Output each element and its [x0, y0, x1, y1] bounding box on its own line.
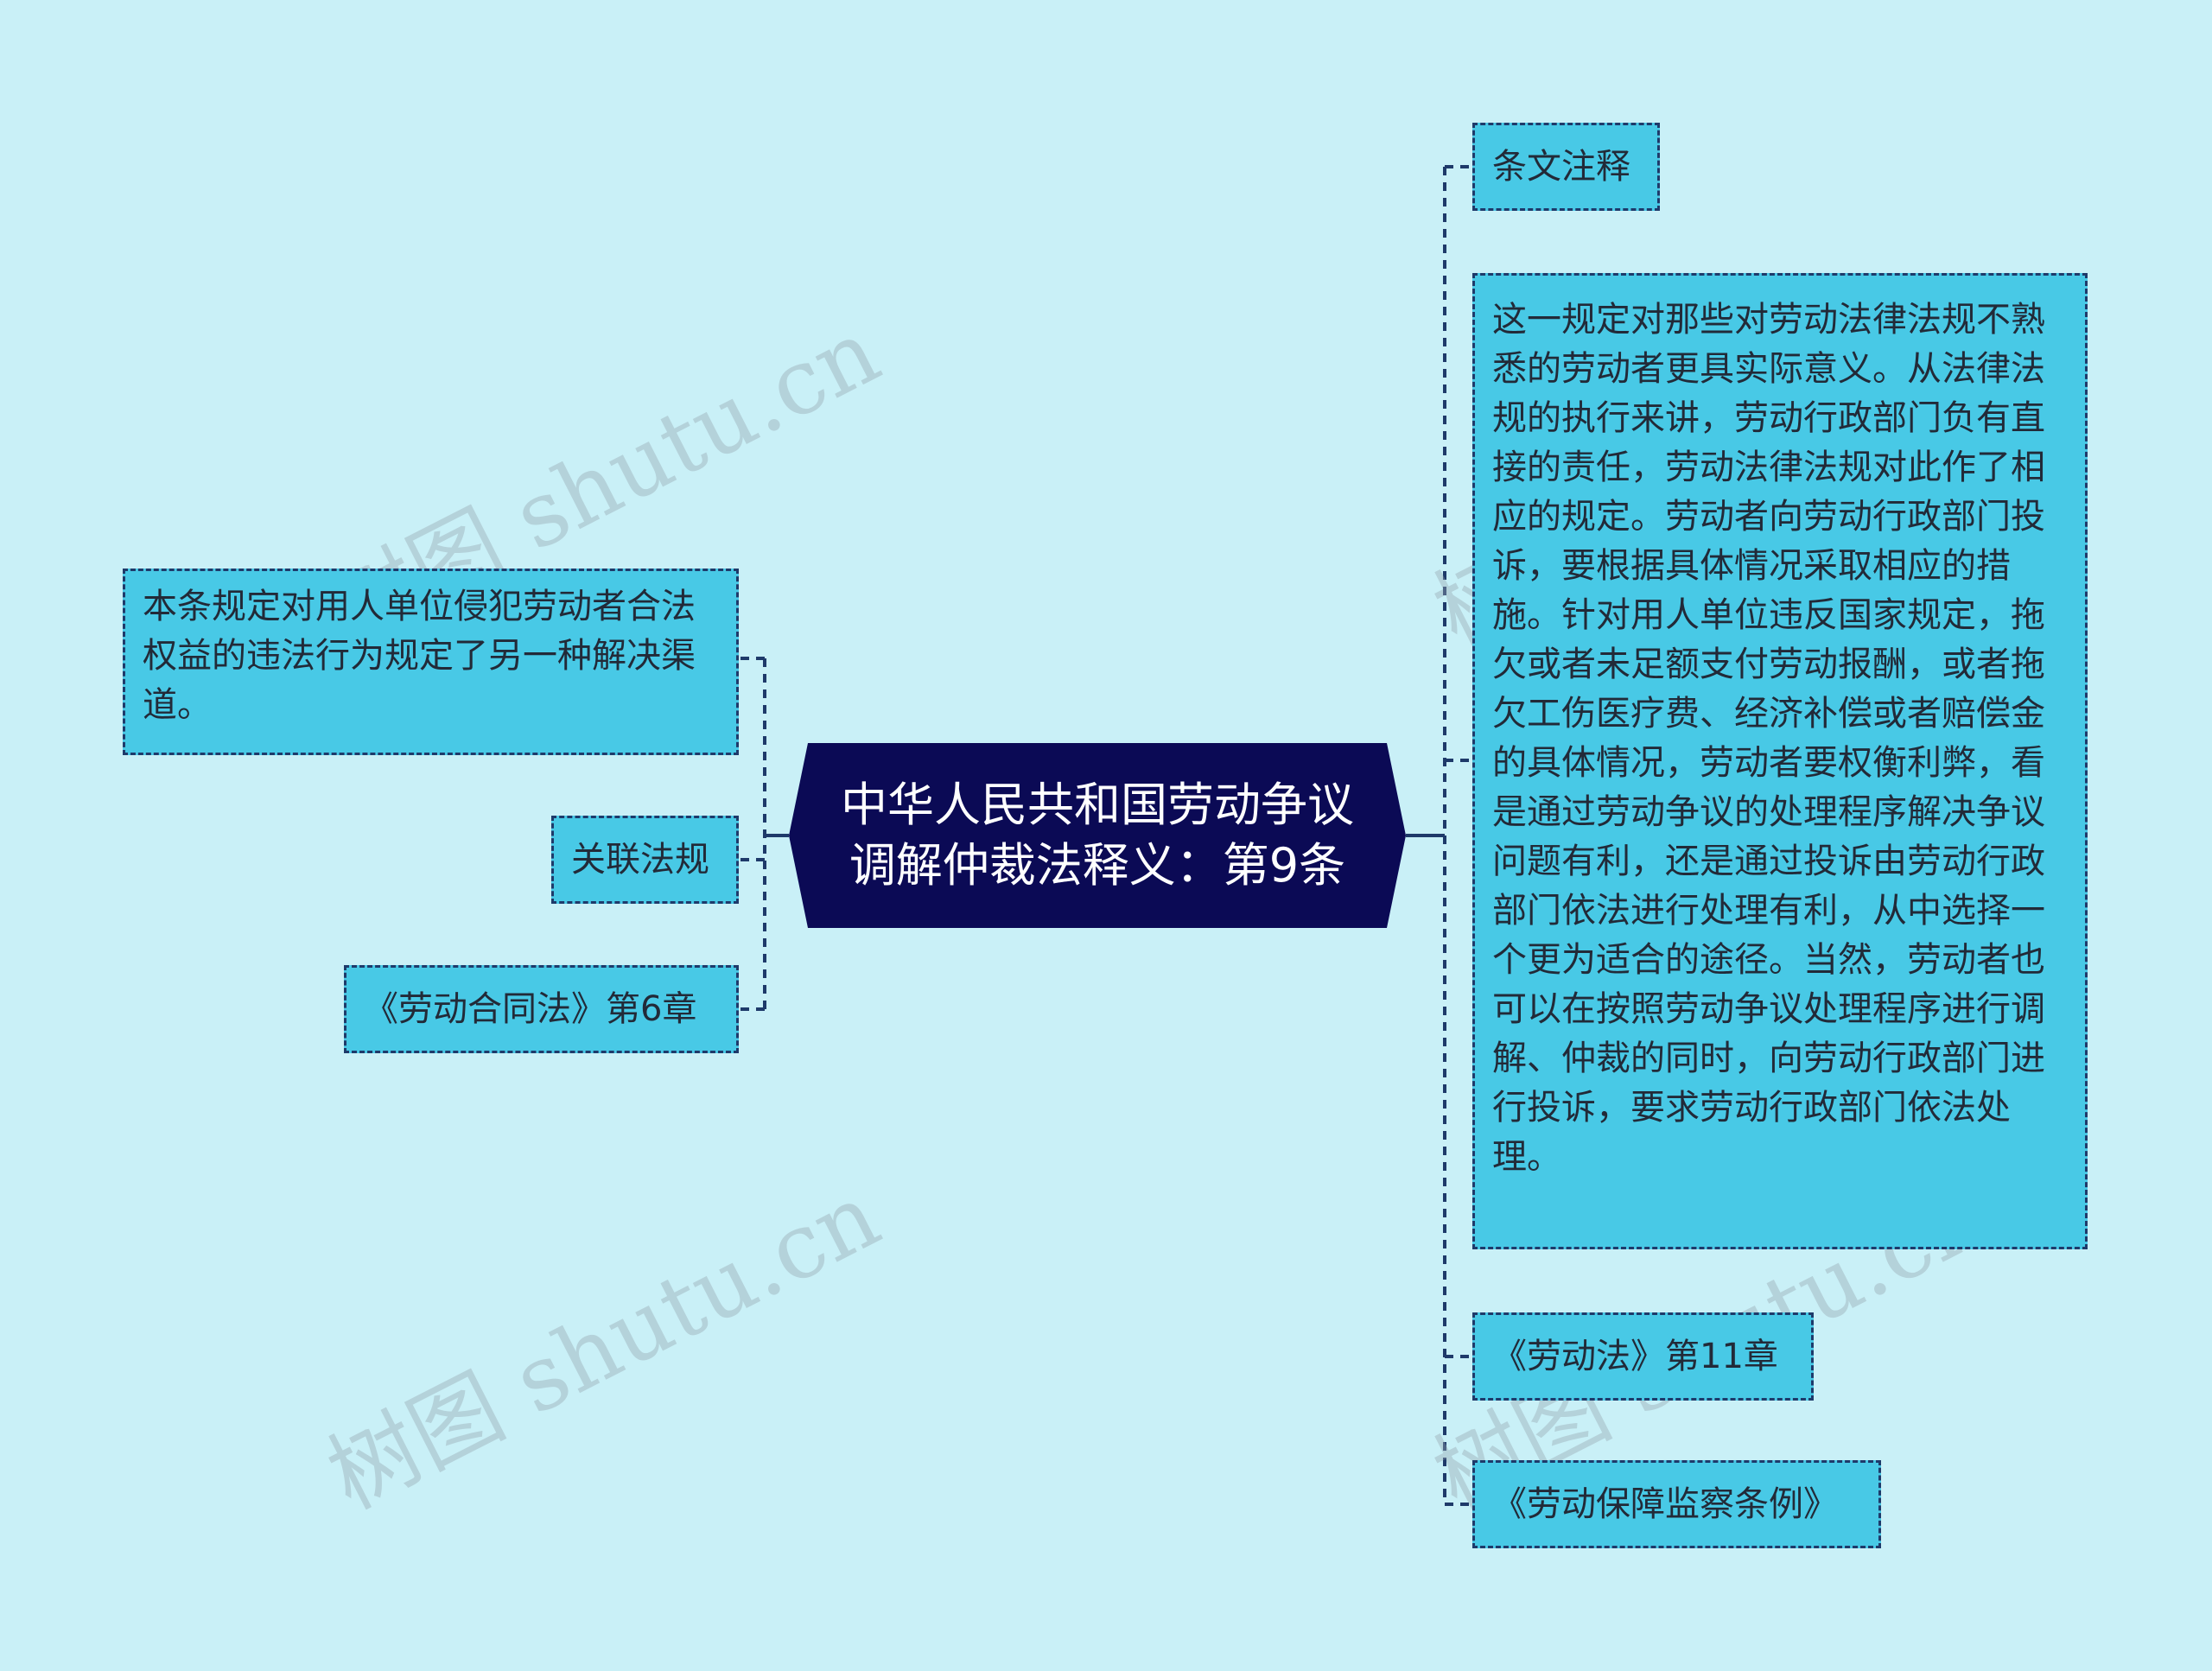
node-text: 这一规定对那些对劳动法律法规不熟悉的劳动者更具实际意义。从法律法规的执行来讲，劳… — [1492, 300, 2045, 1177]
right-node-article-notes[interactable]: 条文注释 — [1472, 123, 1660, 211]
right-node-annotation-body[interactable]: 这一规定对那些对劳动法律法规不熟悉的劳动者更具实际意义。从法律法规的执行来讲，劳… — [1472, 273, 2088, 1249]
root-topic[interactable]: 中华人民共和国劳动争议调解仲裁法释义：第9条 — [789, 743, 1406, 928]
node-text: 本条规定对用人单位侵犯劳动者合法权益的违法行为规定了另一种解决渠道。 — [143, 587, 696, 725]
right-node-labor-inspection-regulation[interactable]: 《劳动保障监察条例》 — [1472, 1460, 1881, 1548]
left-node-related-laws[interactable]: 关联法规 — [551, 816, 739, 904]
node-text: 条文注释 — [1492, 146, 1630, 187]
left-node-description[interactable]: 本条规定对用人单位侵犯劳动者合法权益的违法行为规定了另一种解决渠道。 — [123, 569, 739, 755]
root-topic-title: 中华人民共和国劳动争议调解仲裁法释义：第9条 — [841, 778, 1354, 893]
node-text: 关联法规 — [571, 839, 709, 880]
node-text: 《劳动保障监察条例》 — [1492, 1484, 1838, 1524]
right-node-labor-law[interactable]: 《劳动法》第11章 — [1472, 1312, 1814, 1401]
node-text: 《劳动法》第11章 — [1492, 1336, 1778, 1376]
left-node-labor-contract-law[interactable]: 《劳动合同法》第6章 — [344, 965, 739, 1053]
node-text: 《劳动合同法》第6章 — [364, 988, 697, 1029]
